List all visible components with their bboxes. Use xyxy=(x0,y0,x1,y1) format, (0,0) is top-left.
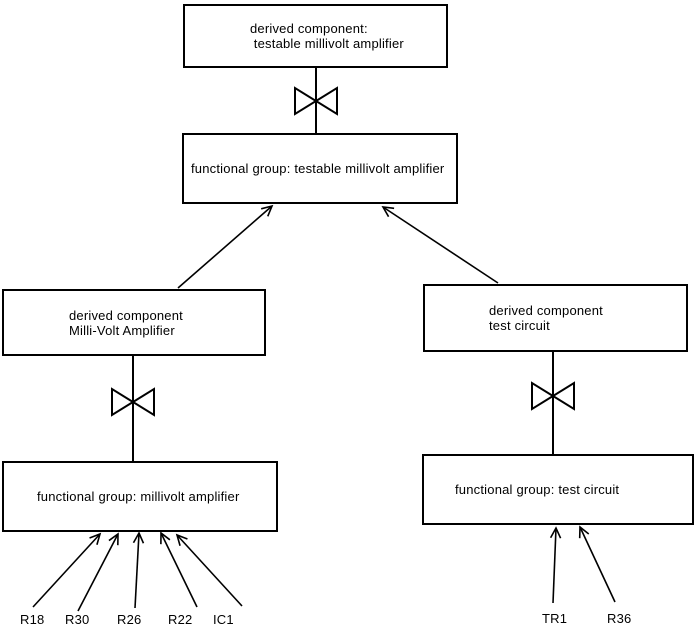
component-label-r26: R26 xyxy=(117,612,142,627)
box-label-line: functional group: testable millivolt amp… xyxy=(191,161,445,176)
component-label-r18: R18 xyxy=(20,612,45,627)
box-label-line: functional group: millivolt amplifier xyxy=(37,489,240,504)
box-label-line: testable millivolt amplifier xyxy=(250,36,404,51)
arrow-tr1 xyxy=(549,526,562,604)
box-derived-component-test-circuit: derived component test circuit xyxy=(423,284,688,352)
arrow-testcircuit-to-testable xyxy=(381,206,499,284)
box-label-line: Milli-Volt Amplifier xyxy=(69,322,175,338)
arrow-r26 xyxy=(132,531,145,609)
box-derived-component-millivolt: derived component Milli-Volt Amplifier xyxy=(2,289,266,356)
component-label-ic1: IC1 xyxy=(213,612,234,627)
arrow-millivolt-to-testable xyxy=(177,204,274,289)
component-label-tr1: TR1 xyxy=(542,611,568,626)
arrow-r30 xyxy=(77,532,119,612)
arrow-ic1 xyxy=(175,533,243,607)
component-label-r36: R36 xyxy=(607,611,632,626)
component-label-r30: R30 xyxy=(65,612,90,627)
box-label-line: derived component xyxy=(489,303,603,318)
box-label-line: test circuit xyxy=(489,318,550,333)
component-label-r22: R22 xyxy=(168,612,193,627)
box-functional-group-millivolt: functional group: millivolt amplifier xyxy=(2,461,278,532)
arrow-r22 xyxy=(160,531,198,608)
bowtie-icon-right xyxy=(531,381,575,411)
box-derived-component-testable: derived component: testable millivolt am… xyxy=(183,4,448,68)
box-label-line: functional group: test circuit xyxy=(455,482,620,497)
bowtie-icon-top xyxy=(294,86,338,116)
box-label-line: derived component xyxy=(69,307,183,323)
box-label-line: derived component: xyxy=(250,21,368,36)
arrow-r18 xyxy=(32,532,102,608)
bowtie-icon-left xyxy=(111,387,155,417)
arrow-r36 xyxy=(578,525,616,603)
box-functional-group-testable: functional group: testable millivolt amp… xyxy=(182,133,458,204)
box-functional-group-test-circuit: functional group: test circuit xyxy=(422,454,694,525)
